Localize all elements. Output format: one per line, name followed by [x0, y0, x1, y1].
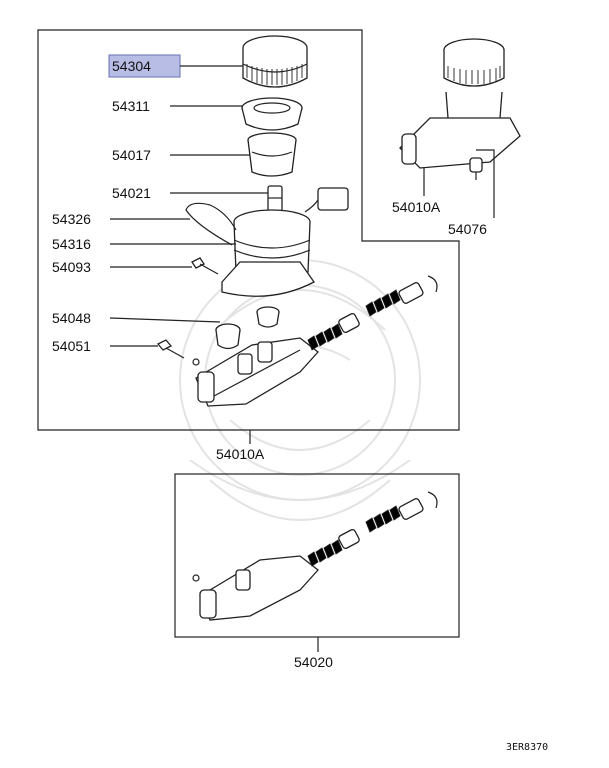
main-assembly-frame: [37, 29, 460, 431]
label-54304[interactable]: 54304: [112, 58, 151, 74]
label-54010a-main[interactable]: 54010A: [216, 446, 265, 462]
bolt-54051-drawing: [156, 339, 200, 366]
strainer-drawing: [241, 97, 303, 131]
label-54311[interactable]: 54311: [112, 98, 150, 114]
grommets-drawing: [215, 306, 280, 350]
leader-lines: [109, 65, 495, 652]
label-54017[interactable]: 54017: [112, 147, 151, 163]
diagram-code: 3ER8370: [506, 742, 548, 753]
master-cylinder-main-drawing: [195, 337, 319, 407]
label-54048[interactable]: 54048: [52, 310, 91, 326]
secondary-assembly-frame: [174, 473, 460, 638]
label-54020[interactable]: 54020: [294, 654, 333, 670]
master-cylinder-alt-drawing: [192, 491, 438, 621]
label-54051[interactable]: 54051: [52, 338, 91, 354]
bolt-54093-drawing: [191, 257, 219, 275]
label-54076[interactable]: 54076: [448, 221, 487, 237]
label-54093[interactable]: 54093: [52, 259, 91, 275]
reservoir-cap-drawing: [242, 35, 308, 88]
label-54010a-inset[interactable]: 54010A: [392, 199, 441, 215]
label-54021[interactable]: 54021: [112, 185, 151, 201]
label-54326[interactable]: 54326: [52, 211, 91, 227]
inset-assembly-drawing: [399, 38, 521, 173]
label-54316[interactable]: 54316: [52, 236, 91, 252]
reservoir-body-drawing: [185, 187, 349, 297]
pistons-springs-main-drawing: [307, 275, 438, 351]
sleeve-drawing: [247, 132, 297, 177]
